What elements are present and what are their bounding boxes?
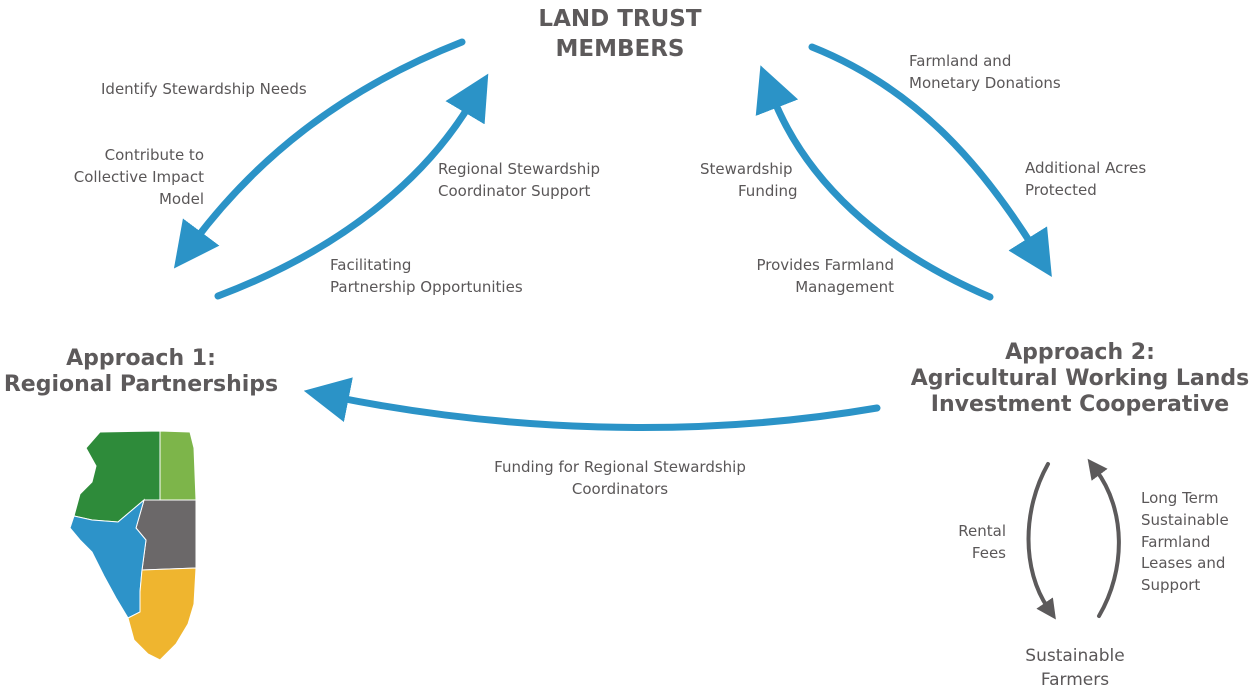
label-line: Facilitating bbox=[330, 256, 412, 274]
arrow-approach2-to-members bbox=[755, 65, 994, 301]
label-stewardship-funding: Stewardship Funding bbox=[700, 159, 798, 203]
arrow-rental-fees bbox=[1026, 462, 1056, 620]
map-region-gray bbox=[135, 499, 197, 571]
farmers-line2: Farmers bbox=[1040, 669, 1110, 690]
label-line: Model bbox=[158, 189, 204, 208]
arrow-leases-support bbox=[1087, 458, 1121, 618]
label-line: Provides Farmland bbox=[756, 256, 894, 274]
arrow-members-to-approach1 bbox=[173, 38, 466, 269]
label-line: Funding bbox=[738, 181, 798, 200]
label-line: Contribute to bbox=[104, 146, 204, 164]
label-line: Long Term bbox=[1141, 489, 1219, 507]
label-identify-stewardship-needs: Identify Stewardship Needs bbox=[101, 79, 307, 101]
label-line: Protected bbox=[1025, 180, 1097, 199]
label-coordinator-support: Regional Stewardship Coordinator Support bbox=[438, 159, 600, 203]
label-long-term-leases: Long Term Sustainable Farmland Leases an… bbox=[1141, 488, 1229, 597]
label-line: Support bbox=[1141, 576, 1201, 594]
node-land-trust-line2: MEMBERS bbox=[555, 36, 685, 63]
map-region-yellow bbox=[127, 567, 197, 661]
label-line: Coordinator Support bbox=[438, 181, 591, 200]
label-line: Identify Stewardship Needs bbox=[101, 80, 307, 98]
label-line: Fees bbox=[971, 543, 1006, 562]
label-line: Additional Acres bbox=[1025, 159, 1147, 177]
approach1-title: Regional Partnerships bbox=[3, 371, 279, 397]
label-line: Sustainable bbox=[1141, 510, 1229, 529]
label-rental-fees: Rental Fees bbox=[940, 521, 1006, 565]
label-provides-farmland-management: Provides Farmland Management bbox=[730, 255, 894, 299]
label-line: Farmland bbox=[1141, 532, 1211, 551]
label-funding-coordinators: Funding for Regional Stewardship Coordin… bbox=[470, 457, 770, 501]
arrow-approach2-to-approach1 bbox=[303, 377, 881, 431]
label-line: Funding for Regional Stewardship bbox=[494, 458, 746, 476]
approach2-heading: Approach 2: bbox=[1005, 340, 1155, 365]
node-sustainable-farmers: Sustainable Farmers bbox=[1005, 645, 1145, 693]
node-approach-2: Approach 2: Agricultural Working Lands I… bbox=[904, 340, 1256, 418]
label-line: Stewardship bbox=[700, 160, 793, 178]
label-farmland-donations: Farmland and Monetary Donations bbox=[909, 51, 1061, 95]
label-line: Management bbox=[795, 277, 894, 296]
node-approach-1: Approach 1: Regional Partnerships bbox=[0, 346, 282, 398]
arrow-approach1-to-members bbox=[214, 73, 489, 300]
approach2-title-line2: Investment Cooperative bbox=[930, 391, 1230, 417]
label-line: Collective Impact bbox=[73, 167, 204, 186]
label-additional-acres: Additional Acres Protected bbox=[1025, 158, 1146, 202]
node-land-trust-line1: LAND TRUST bbox=[538, 6, 702, 32]
map-region-light-green bbox=[159, 430, 197, 501]
arrow-members-to-approach2 bbox=[808, 43, 1052, 278]
illinois-regions-map-icon bbox=[69, 430, 197, 661]
approach1-heading: Approach 1: bbox=[66, 346, 216, 371]
label-line: Coordinators bbox=[571, 479, 669, 498]
label-line: Rental bbox=[958, 522, 1006, 540]
label-line: Partnership Opportunities bbox=[330, 277, 523, 296]
label-line: Regional Stewardship bbox=[438, 160, 601, 178]
label-contribute-collective-impact: Contribute to Collective Impact Model bbox=[50, 145, 204, 210]
label-line: Monetary Donations bbox=[909, 73, 1061, 92]
label-facilitating-partnerships: Facilitating Partnership Opportunities bbox=[330, 255, 523, 299]
approach2-title-line1: Agricultural Working Lands bbox=[910, 365, 1250, 391]
farmers-line1: Sustainable bbox=[1025, 646, 1125, 666]
label-line: Leases and bbox=[1141, 554, 1226, 573]
node-land-trust-members: LAND TRUST MEMBERS bbox=[500, 4, 740, 65]
label-line: Farmland and bbox=[909, 52, 1012, 70]
